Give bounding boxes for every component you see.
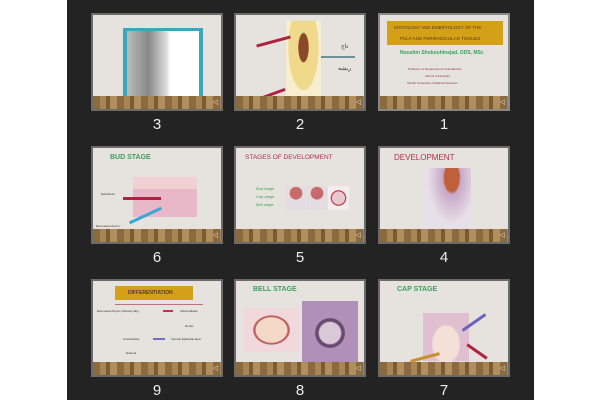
- slide-title: STAGES OF DEVELOPMENT: [245, 154, 333, 161]
- slide-number: 4: [439, 249, 449, 266]
- slide-number: 7: [439, 382, 449, 399]
- slide-number: 3: [152, 116, 162, 133]
- stage-image: [328, 186, 349, 210]
- speaker-icon: ◁: [499, 365, 505, 372]
- label-crown: تاج: [341, 44, 349, 50]
- slide-title-line2: PULP AND PERIRADICULAR TISSUES: [400, 36, 481, 41]
- flow-node: Ectomesenchyme (Dental pulp): [97, 309, 139, 313]
- bell-stage-image: [244, 308, 299, 352]
- development-image: [423, 168, 471, 232]
- slide-thumbnail-3[interactable]: ◁: [91, 13, 223, 111]
- slide-thumbnail-7[interactable]: CAP STAGE ◁: [378, 279, 510, 377]
- flow-node: Internal Epithelial layer: [171, 337, 202, 341]
- flow-node: Odontoblasts: [180, 309, 198, 313]
- label-root: ریشه: [338, 66, 352, 72]
- slide-number: 2: [295, 116, 305, 133]
- affiliation-line: Tehran University of Medical Sciences: [407, 81, 458, 85]
- slide-number: 9: [152, 382, 162, 399]
- slide-number: 5: [295, 249, 305, 266]
- bell-stage-image: [302, 301, 358, 365]
- affiliation-line: Professor of Department of Endodontics: [408, 67, 462, 71]
- speaker-icon: ◁: [212, 365, 218, 372]
- slide-thumbnail-8[interactable]: BELL STAGE ◁: [234, 279, 366, 377]
- wood-footer: [236, 96, 364, 109]
- speaker-icon: ◁: [355, 232, 361, 239]
- speaker-icon: ◁: [212, 99, 218, 106]
- slide-thumbnail-5[interactable]: STAGES OF DEVELOPMENT Bud stage Cap stag…: [234, 146, 366, 244]
- wood-footer: [93, 362, 221, 375]
- wood-footer: [380, 229, 508, 242]
- tooth-diagram-image: [286, 21, 321, 97]
- speaker-icon: ◁: [499, 232, 505, 239]
- wood-footer: [236, 229, 364, 242]
- label-ectomesenchyme: Ectomesenchyme: [96, 224, 120, 228]
- slide-number: 6: [152, 249, 162, 266]
- slide-thumbnail-6[interactable]: BUD STAGE Epithelium Ectomesenchyme ◁: [91, 146, 223, 244]
- affiliation-line: School of Dentistry: [425, 74, 451, 78]
- slide-thumbnail-4[interactable]: DEVELOPMENT ◁: [378, 146, 510, 244]
- label-epithelium: Epithelium: [101, 192, 116, 196]
- slide-thumbnail-2[interactable]: تاج ریشه ◁: [234, 13, 366, 111]
- stage-image: [307, 186, 327, 210]
- speaker-icon: ◁: [355, 365, 361, 372]
- speaker-icon: ◁: [499, 99, 505, 106]
- wood-footer: [380, 362, 508, 375]
- stage-image: [286, 186, 306, 210]
- cap-stage-image: [423, 313, 469, 361]
- slide-sorter-panel: ◁ 3 تاج ریشه ◁ 2 HISTOLOGY AND EMBRYOLOG…: [67, 0, 534, 400]
- wood-footer: [236, 362, 364, 375]
- slide-title: CAP STAGE: [397, 286, 438, 293]
- list-item: Bud stage: [256, 186, 275, 191]
- slide-title-line1: HISTOLOGY AND EMBRYOLOGY OF THE: [394, 25, 482, 30]
- wood-footer: [93, 229, 221, 242]
- slide-number: 1: [439, 116, 449, 133]
- slide-thumbnail-9[interactable]: DIFFERENTIATION Ectomesenchyme (Dental p…: [91, 279, 223, 377]
- wood-footer: [93, 96, 221, 109]
- slide-thumbnail-1[interactable]: HISTOLOGY AND EMBRYOLOGY OF THE PULP AND…: [378, 13, 510, 111]
- flow-node: Enamel: [126, 351, 137, 355]
- author-name: Noushin Shokouhinejad, DDS, MSc: [400, 50, 484, 56]
- speaker-icon: ◁: [212, 232, 218, 239]
- tooth-diagram-image: [123, 28, 203, 98]
- flow-node: Dentin: [185, 324, 194, 328]
- slide-title: DEVELOPMENT: [394, 153, 455, 162]
- speaker-icon: ◁: [355, 99, 361, 106]
- slide-title: BELL STAGE: [253, 286, 297, 293]
- slide-title: DIFFERENTIATION: [128, 290, 173, 296]
- slide-title: BUD STAGE: [110, 154, 151, 161]
- slide-number: 8: [295, 382, 305, 399]
- list-item: Cap stage: [256, 194, 275, 199]
- list-item: Bell stage: [256, 202, 274, 207]
- wood-footer: [380, 96, 508, 109]
- flow-node: Ameloblasts: [123, 337, 140, 341]
